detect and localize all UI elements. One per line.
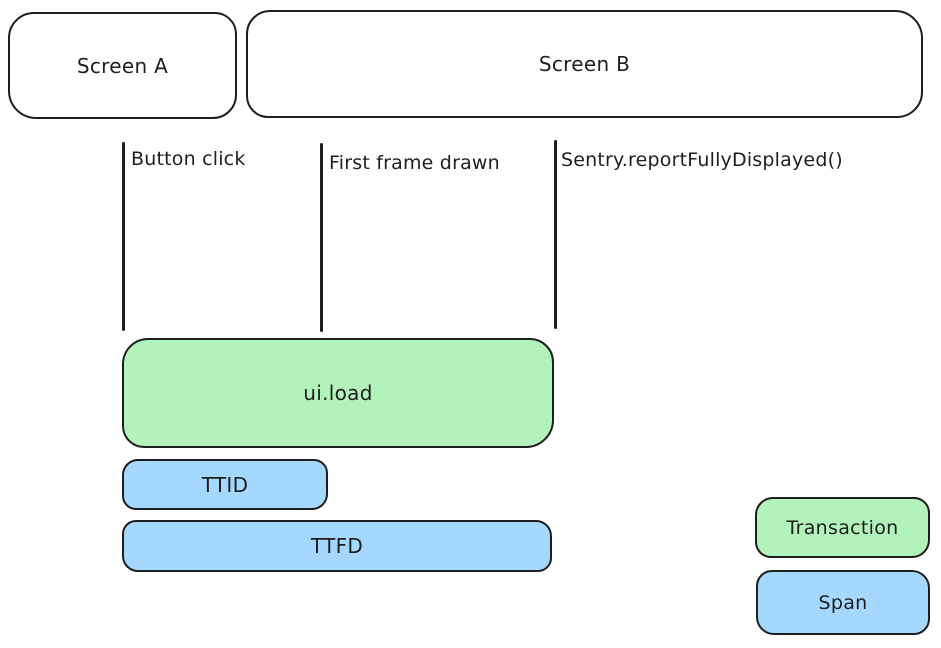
report-fully-displayed-label: Sentry.reportFullyDisplayed() [561, 149, 843, 171]
legend-span-label: Span [818, 591, 868, 614]
screen-a-label: Screen A [76, 53, 169, 78]
ttfd-span-bar: TTFD [122, 520, 552, 572]
button-click-marker-line [122, 142, 125, 331]
ttid-label: TTID [201, 472, 249, 497]
screen-b-label: Screen B [538, 52, 631, 76]
ttfd-label: TTFD [310, 534, 364, 558]
legend-transaction-box: Transaction [755, 497, 930, 558]
legend-span-box: Span [756, 570, 930, 635]
screen-a-box: Screen A [8, 12, 237, 119]
ui-load-label: ui.load [303, 381, 373, 405]
ttid-span-bar: TTID [122, 459, 328, 510]
legend-transaction-label: Transaction [786, 516, 899, 539]
first-frame-drawn-label: First frame drawn [329, 152, 500, 174]
first-frame-drawn-marker-line [320, 143, 323, 332]
ui-load-transaction-bar: ui.load [122, 338, 554, 448]
screen-b-box: Screen B [246, 10, 923, 118]
report-fully-displayed-marker-line [554, 140, 557, 329]
button-click-label: Button click [131, 148, 246, 170]
